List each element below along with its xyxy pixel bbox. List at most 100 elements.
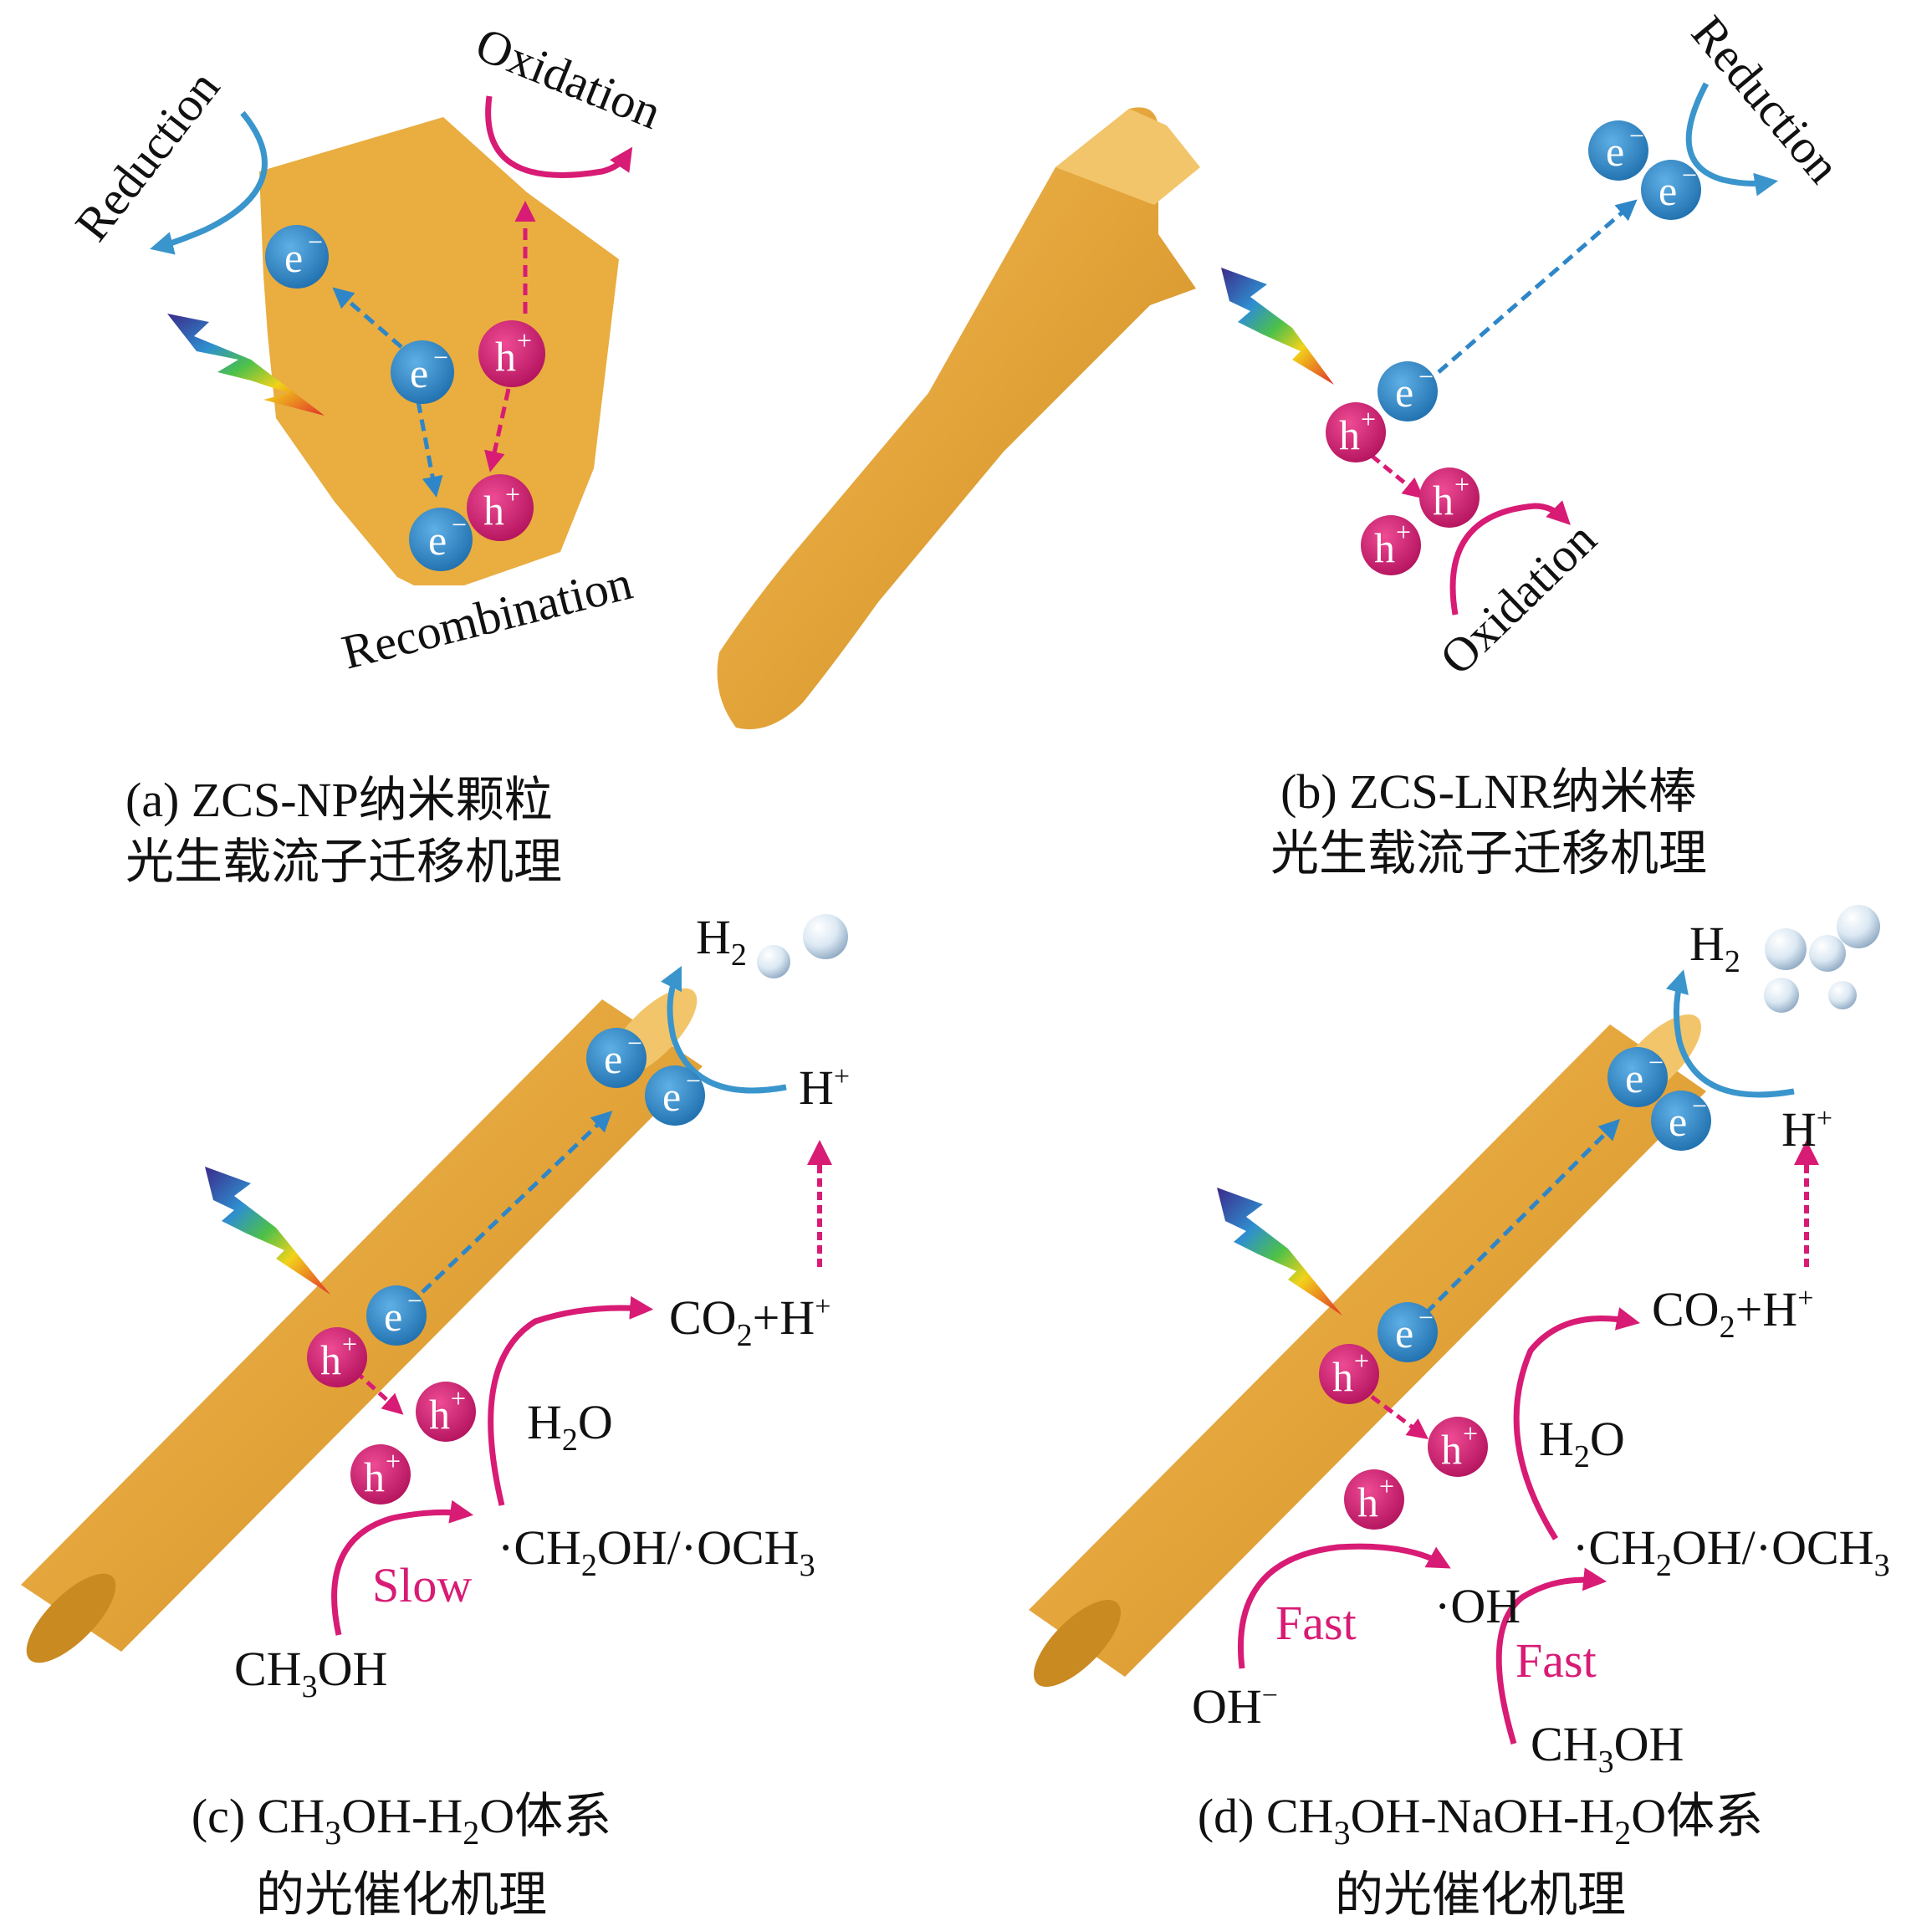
svg-text:h: h bbox=[495, 333, 516, 380]
panel-a: e− e− e− h+ h+ Reduction Oxidation Recom… bbox=[64, 17, 669, 680]
fast-label: Fast bbox=[1515, 1633, 1597, 1688]
light-bolt-icon bbox=[1217, 1188, 1342, 1316]
hole: h+ bbox=[1319, 1344, 1379, 1404]
fast-arrow-ch3oh bbox=[1495, 1567, 1607, 1745]
hole: h+ bbox=[416, 1382, 476, 1442]
svg-text:−: − bbox=[1418, 1302, 1434, 1332]
hole: h+ bbox=[1428, 1417, 1488, 1477]
hole: h+ bbox=[478, 320, 545, 387]
svg-text:h: h bbox=[1433, 477, 1454, 524]
co2-label: CO2+H+ bbox=[1652, 1282, 1813, 1345]
hole: h+ bbox=[1419, 467, 1480, 528]
hydrogen-bubbles bbox=[1764, 905, 1880, 1013]
caption-a: (a) ZCS-NP纳米颗粒 光生载流子迁移机理 bbox=[125, 769, 562, 893]
electron: e− bbox=[1588, 120, 1648, 181]
caption-c-line1: (c) CH3OH-H2O体系 bbox=[191, 1789, 612, 1852]
hydrogen-bubbles bbox=[757, 914, 848, 978]
oxidation-arrow bbox=[485, 95, 633, 178]
light-bolt-icon bbox=[205, 1167, 330, 1295]
svg-text:h: h bbox=[429, 1391, 450, 1438]
hole: h+ bbox=[1361, 515, 1421, 575]
svg-text:+: + bbox=[1354, 1346, 1369, 1376]
svg-text:−: − bbox=[686, 1065, 701, 1096]
electron: e− bbox=[1651, 1091, 1711, 1151]
svg-text:+: + bbox=[386, 1446, 401, 1476]
fast-arrow-oh bbox=[1238, 1543, 1451, 1669]
h2-label: H2 bbox=[696, 910, 747, 973]
svg-text:+: + bbox=[1463, 1418, 1478, 1448]
light-bolt-icon bbox=[167, 314, 325, 416]
svg-text:e: e bbox=[604, 1035, 622, 1082]
slow-label: Slow bbox=[372, 1558, 472, 1612]
slow-arrow bbox=[331, 1499, 474, 1636]
svg-text:h: h bbox=[1357, 1479, 1378, 1525]
h-plus-label: H+ bbox=[799, 1060, 850, 1115]
caption-d-line2: 的光催化机理 bbox=[1334, 1867, 1626, 1922]
oxidation-arrow bbox=[1513, 1307, 1641, 1540]
svg-text:−: − bbox=[1418, 361, 1434, 391]
reduction-label: Reduction bbox=[64, 60, 230, 251]
h-plus-label: H+ bbox=[1781, 1102, 1832, 1157]
svg-text:e: e bbox=[1395, 1310, 1413, 1356]
svg-text:+: + bbox=[1454, 469, 1469, 499]
electron: e− bbox=[1641, 160, 1701, 220]
reduction-arrow bbox=[1665, 969, 1795, 1098]
reduction-arrow bbox=[150, 110, 268, 255]
hole: h+ bbox=[467, 474, 534, 541]
caption-a-line2: 光生载流子迁移机理 bbox=[125, 835, 563, 889]
caption-a-line1: (a) ZCS-NP纳米颗粒 bbox=[125, 773, 553, 827]
electron: e− bbox=[1377, 1302, 1438, 1362]
oh-minus-label: OH− bbox=[1192, 1679, 1278, 1734]
svg-text:−: − bbox=[1682, 160, 1697, 190]
hole: h+ bbox=[350, 1444, 411, 1505]
svg-text:+: + bbox=[1361, 404, 1376, 434]
svg-text:h: h bbox=[1441, 1426, 1462, 1473]
hole: h+ bbox=[307, 1327, 367, 1387]
reduction-arrow bbox=[660, 965, 787, 1094]
fast-label: Fast bbox=[1275, 1596, 1357, 1650]
svg-text:−: − bbox=[627, 1028, 642, 1058]
svg-text:h: h bbox=[483, 487, 504, 534]
caption-b-line1: (b) ZCS-LNR纳米棒 bbox=[1280, 764, 1697, 819]
svg-text:e: e bbox=[1669, 1098, 1687, 1145]
co2-label: CO2+H+ bbox=[669, 1290, 831, 1353]
svg-text:+: + bbox=[342, 1329, 357, 1359]
oh-radical-label: ·OH bbox=[1434, 1579, 1521, 1633]
svg-text:−: − bbox=[308, 227, 323, 257]
panel-d: e− e− e− h+ h+ h+ H2 H+ CO2+H+ H2O ·CH2O… bbox=[1029, 905, 1890, 1780]
svg-text:−: − bbox=[1648, 1047, 1664, 1077]
radical-label: ·CH2OH/·OCH3 bbox=[1572, 1520, 1890, 1583]
nanorod bbox=[717, 107, 1200, 730]
svg-text:−: − bbox=[1692, 1091, 1707, 1121]
oxidation-arrow bbox=[488, 1295, 654, 1506]
ch3oh-label: CH3OH bbox=[234, 1642, 387, 1704]
svg-text:+: + bbox=[1379, 1471, 1394, 1501]
reduction-arrow bbox=[1685, 82, 1779, 197]
svg-text:e: e bbox=[1606, 128, 1624, 175]
svg-text:−: − bbox=[452, 509, 467, 539]
svg-text:h: h bbox=[1332, 1353, 1353, 1400]
caption-c-line2: 的光催化机理 bbox=[255, 1867, 547, 1922]
radical-label: ·CH2OH/·OCH3 bbox=[498, 1520, 815, 1583]
electron: e− bbox=[409, 508, 473, 571]
svg-text:e: e bbox=[1625, 1055, 1643, 1101]
panel-c: e− e− e− h+ h+ h+ H2 H+ CO2+H+ H2O ·CH2O… bbox=[21, 910, 850, 1704]
caption-d-line1: (d) CH3OH-NaOH-H2O体系 bbox=[1197, 1789, 1764, 1852]
hole: h+ bbox=[1344, 1469, 1404, 1530]
electron: e− bbox=[366, 1285, 427, 1346]
svg-text:h: h bbox=[364, 1453, 385, 1500]
svg-text:+: + bbox=[517, 325, 532, 355]
svg-text:h: h bbox=[320, 1336, 341, 1383]
electron: e− bbox=[1377, 361, 1438, 421]
svg-text:e: e bbox=[428, 517, 447, 564]
electron: e− bbox=[391, 340, 454, 404]
svg-text:e: e bbox=[1659, 167, 1677, 214]
svg-text:e: e bbox=[662, 1073, 681, 1120]
electron: e− bbox=[1607, 1047, 1668, 1107]
hole: h+ bbox=[1326, 402, 1386, 462]
svg-text:e: e bbox=[410, 350, 428, 396]
electron: e− bbox=[265, 225, 329, 289]
ch3oh-label: CH3OH bbox=[1531, 1717, 1684, 1780]
caption-b-line2: 光生载流子迁移机理 bbox=[1270, 826, 1707, 881]
